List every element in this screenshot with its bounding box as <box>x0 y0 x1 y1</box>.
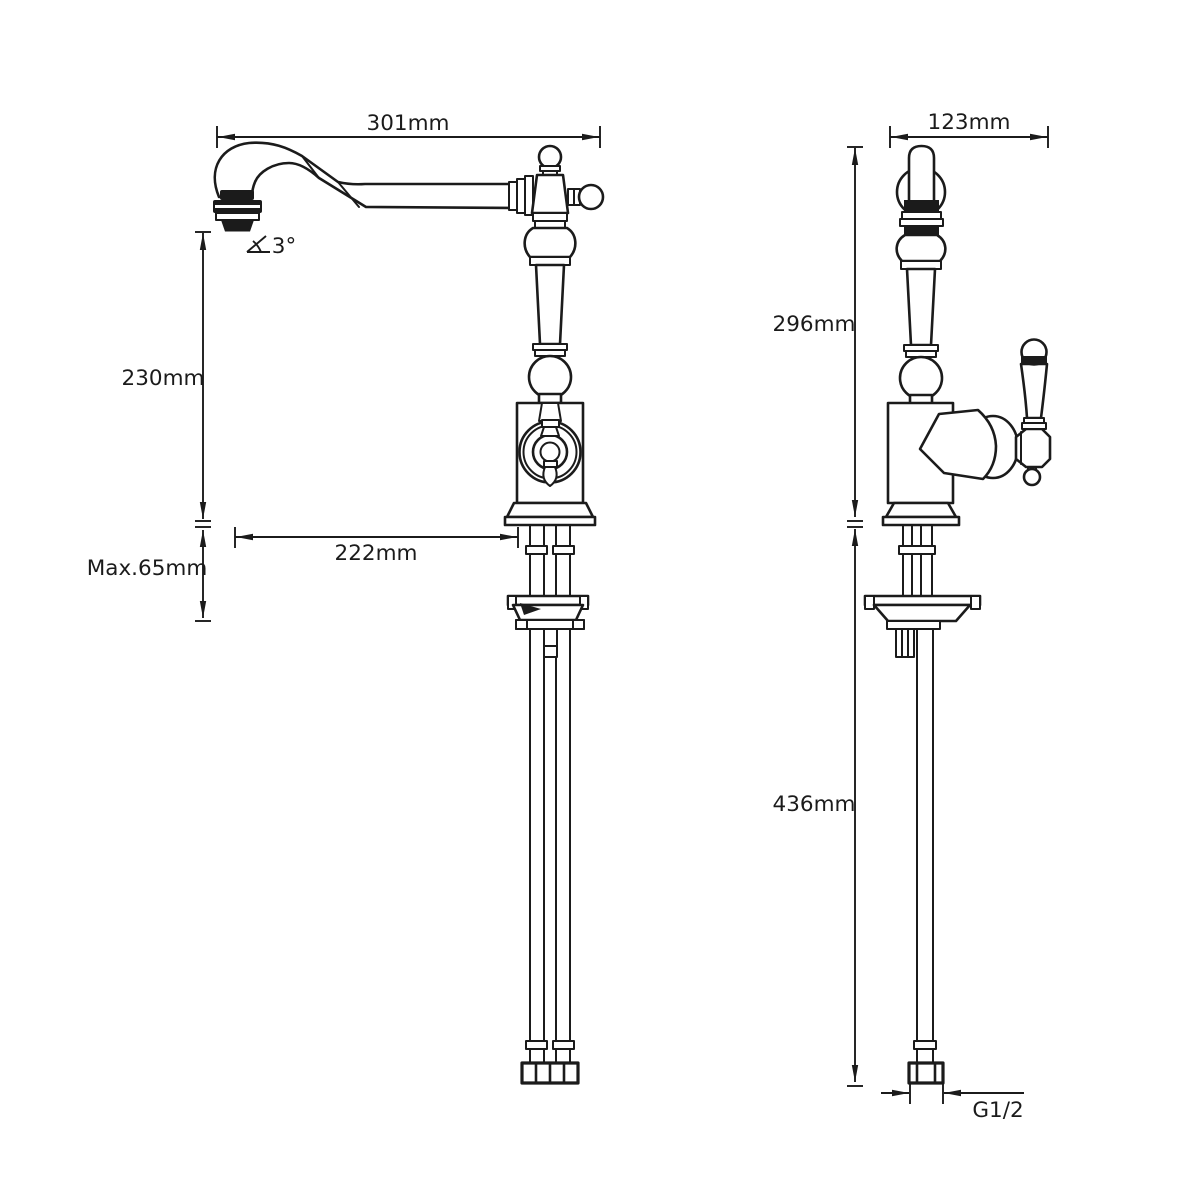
side-shank <box>898 524 936 597</box>
side-spout-tip <box>895 144 947 235</box>
arrow-right-icon <box>582 133 599 141</box>
dim-height-above-deck: 296mm <box>773 146 863 522</box>
front-valve-body <box>515 401 585 505</box>
front-side-ball <box>577 183 605 211</box>
front-view: 301mm 3° 230mm Max.65mm <box>87 111 605 1085</box>
arrow-left-icon <box>944 1089 961 1097</box>
dim-g12-label: G1/2 <box>972 1098 1023 1123</box>
dim-spout-angle: 3° <box>246 234 296 259</box>
dim-222-label: 222mm <box>335 541 418 566</box>
dim-max-mounting-thickness: Max.65mm <box>87 526 211 622</box>
side-view: 123mm 296mm 436mm G1/2 <box>773 110 1052 1123</box>
side-base <box>881 501 961 527</box>
dim-overall-width: 123mm <box>889 110 1049 148</box>
dim-max65-label: Max.65mm <box>87 556 208 581</box>
dim-296-label: 296mm <box>773 312 856 337</box>
arrow-down-icon <box>199 601 207 618</box>
arrow-down-icon <box>851 1065 859 1082</box>
arrow-left-icon <box>891 133 908 141</box>
arrow-right-icon <box>500 533 517 541</box>
dim-angle-label: 3° <box>272 234 296 259</box>
dim-spout-reach: 301mm <box>216 111 601 148</box>
dim-123-label: 123mm <box>928 110 1011 135</box>
arrow-left-icon <box>218 133 235 141</box>
arrow-down-icon <box>199 502 207 519</box>
front-wedge-mark <box>520 603 541 615</box>
side-handle-cone <box>918 408 998 481</box>
arrow-right-icon <box>892 1089 909 1097</box>
angle-icon <box>246 235 270 253</box>
front-mounting-stud <box>543 628 558 658</box>
front-supply-tubes <box>520 628 580 1085</box>
front-neck <box>523 212 577 405</box>
arrow-up-icon <box>851 529 859 546</box>
side-neck <box>895 233 947 406</box>
front-spout <box>213 141 516 232</box>
side-hose-nut <box>907 1061 945 1085</box>
dim-301-label: 301mm <box>367 111 450 136</box>
dim-outlet-height: 230mm <box>122 231 211 522</box>
front-base <box>503 501 597 527</box>
side-lever-shaft <box>1019 362 1049 420</box>
side-deck-plate <box>863 594 982 630</box>
arrow-up-icon <box>851 148 859 165</box>
side-handle <box>918 338 1052 487</box>
arrow-left-icon <box>236 533 253 541</box>
side-mounting-stud <box>895 628 915 658</box>
dim-436-label: 436mm <box>773 792 856 817</box>
dim-supply-hose-length: 436mm <box>773 526 863 1087</box>
arrow-down-icon <box>851 500 859 517</box>
dim-connection-thread: G1/2 <box>881 1082 1024 1123</box>
front-aerator <box>213 190 262 232</box>
front-finial-ball <box>537 144 563 170</box>
front-shank <box>525 524 575 597</box>
front-head <box>508 144 605 216</box>
dim-230-label: 230mm <box>122 366 205 391</box>
dim-spout-projection: 222mm <box>234 527 519 566</box>
arrow-right-icon <box>1030 133 1047 141</box>
side-supply-tube <box>895 628 945 1085</box>
front-deck-plate <box>506 594 590 630</box>
arrow-up-icon <box>199 530 207 547</box>
arrow-up-icon <box>199 233 207 250</box>
side-hub-ball <box>1022 467 1042 487</box>
